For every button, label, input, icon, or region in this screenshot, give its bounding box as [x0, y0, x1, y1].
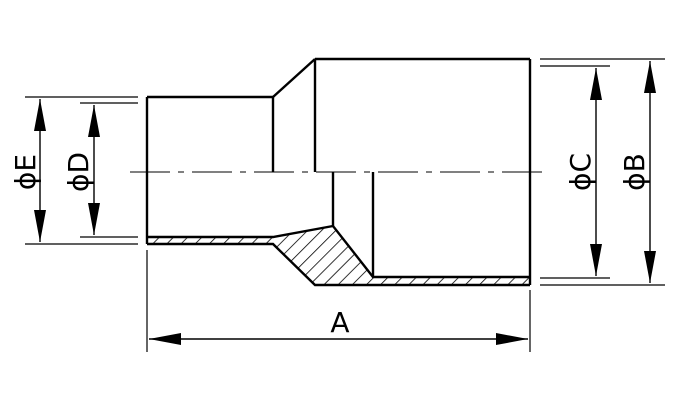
dimension-c: ϕC [564, 68, 602, 276]
left-extension-lines [25, 96, 138, 245]
dimension-a: A [149, 306, 528, 345]
label-outer-large: ϕB [618, 153, 651, 191]
bottom-extension-lines [146, 250, 531, 352]
label-length: A [330, 306, 349, 339]
section-hatch [147, 226, 530, 285]
dimension-e: ϕE [9, 99, 46, 242]
dimension-b: ϕB [618, 61, 656, 283]
label-inner-large: ϕC [564, 153, 597, 191]
section-outer-edge [147, 242, 530, 287]
section-inner-edge [147, 224, 530, 279]
label-inner-small: ϕD [62, 152, 95, 192]
cone-top-edge [272, 58, 316, 98]
section-cut [147, 224, 530, 287]
dimension-d: ϕD [62, 105, 100, 235]
right-extension-lines [540, 58, 665, 286]
label-outer-small: ϕE [9, 154, 42, 190]
